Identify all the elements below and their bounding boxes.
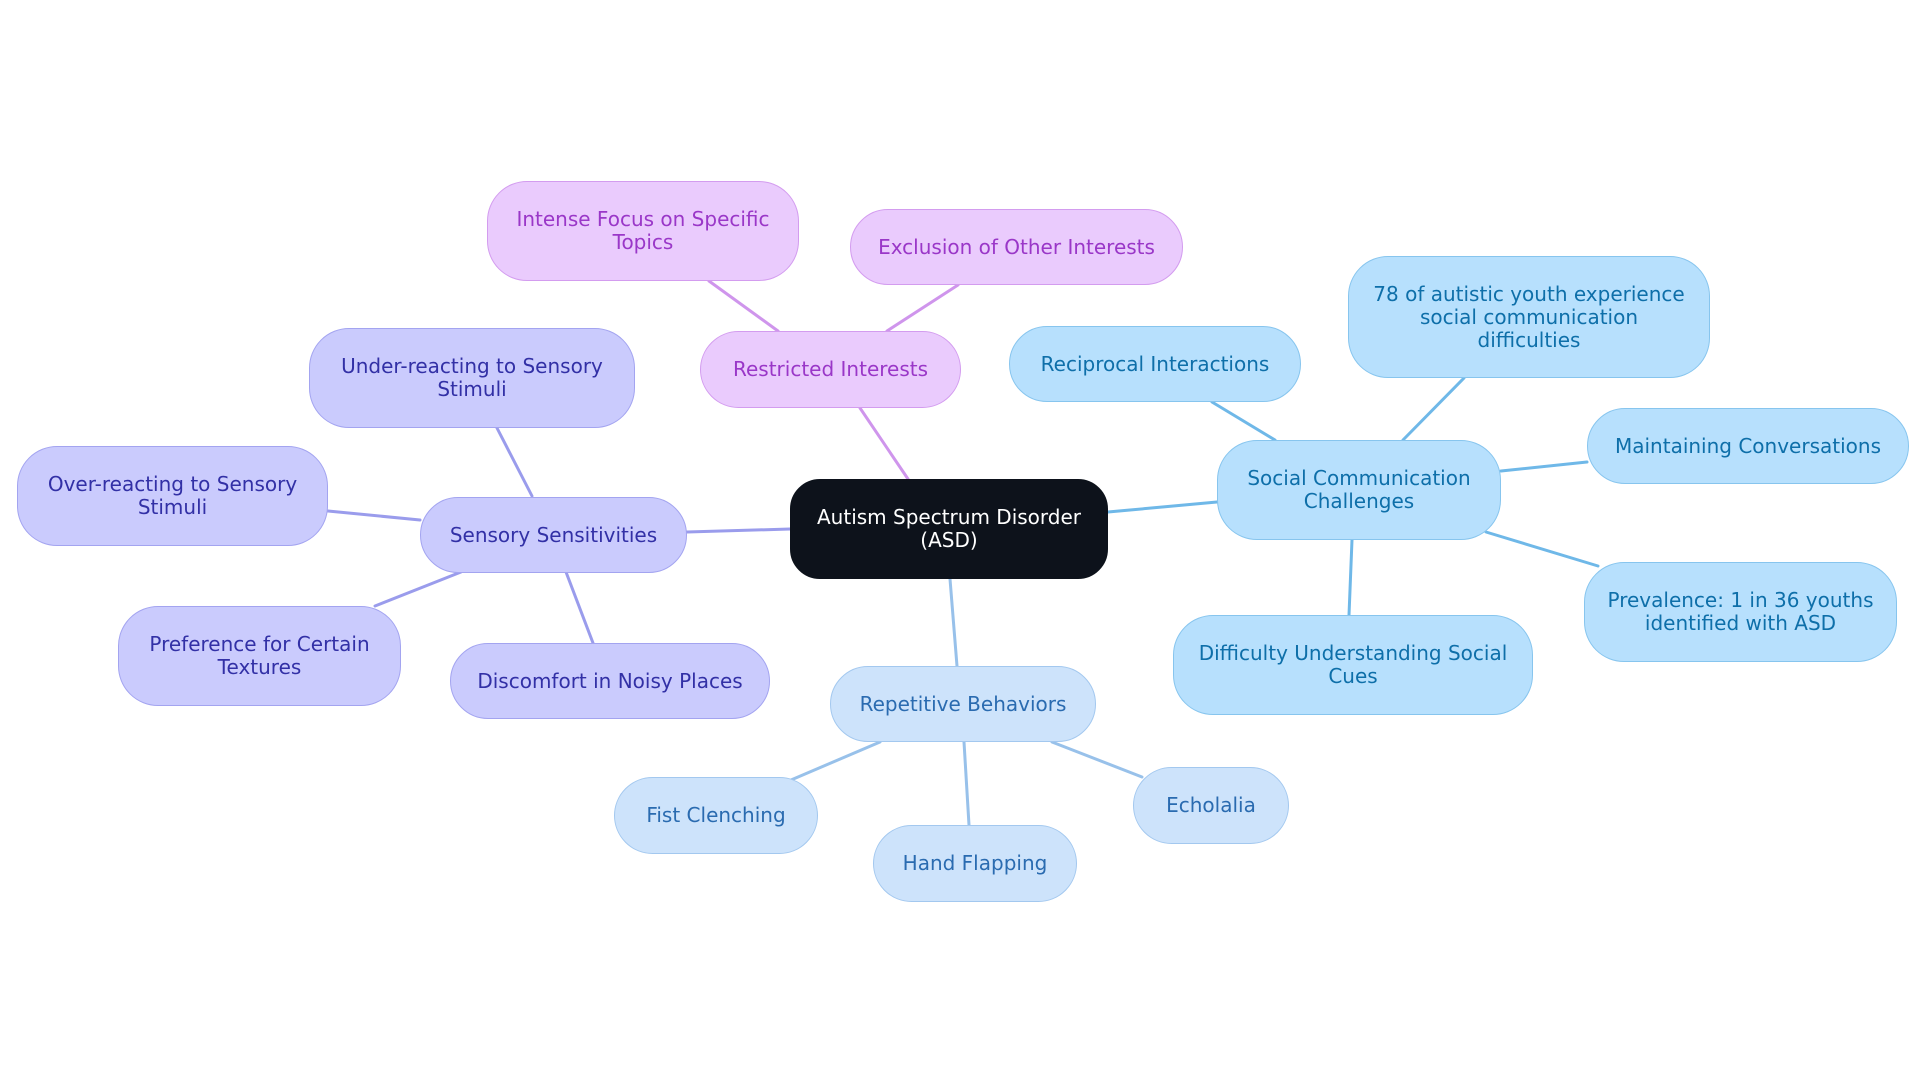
connector-social-13 <box>1347 538 1354 617</box>
leaf-discomfort-noisy[interactable]: Discomfort in Noisy Places <box>450 643 770 719</box>
connector-restricted-5 <box>858 406 910 481</box>
root-node-asd[interactable]: Autism Spectrum Disorder (ASD) <box>790 479 1108 579</box>
connector-restricted-6 <box>707 279 780 333</box>
leaf-intense-focus[interactable]: Intense Focus on Specific Topics <box>487 181 799 281</box>
connector-sensory-3 <box>373 570 463 608</box>
leaf-fist-clenching[interactable]: Fist Clenching <box>614 777 818 854</box>
leaf-hand-flapping[interactable]: Hand Flapping <box>873 825 1077 902</box>
leaf-over-reacting[interactable]: Over-reacting to Sensory Stimuli <box>17 446 328 546</box>
connector-social-11 <box>1499 460 1589 473</box>
leaf-echolalia[interactable]: Echolalia <box>1133 767 1289 844</box>
branch-sensory-sensitivities[interactable]: Sensory Sensitivities <box>420 497 687 573</box>
leaf-exclusion-interests[interactable]: Exclusion of Other Interests <box>850 209 1183 285</box>
connector-social-10 <box>1401 376 1466 442</box>
connector-sensory-2 <box>326 509 422 522</box>
leaf-preference-textures[interactable]: Preference for Certain Textures <box>118 606 401 706</box>
connector-social-12 <box>1484 530 1600 568</box>
leaf-reciprocal-interactions[interactable]: Reciprocal Interactions <box>1009 326 1301 402</box>
connector-repetitive-16 <box>962 740 971 827</box>
connector-sensory-4 <box>564 570 595 645</box>
connector-social-9 <box>1210 400 1277 442</box>
connector-social-8 <box>1106 500 1219 514</box>
connector-sensory-0 <box>685 527 792 534</box>
leaf-78-autistic-youth[interactable]: 78 of autistic youth experience social c… <box>1348 256 1710 378</box>
connector-sensory-1 <box>495 426 534 498</box>
leaf-under-reacting[interactable]: Under-reacting to Sensory Stimuli <box>309 328 635 428</box>
connector-repetitive-15 <box>789 740 882 782</box>
leaf-prevalence[interactable]: Prevalence: 1 in 36 youths identified wi… <box>1584 562 1897 662</box>
leaf-maintaining-conversations[interactable]: Maintaining Conversations <box>1587 408 1909 484</box>
connector-repetitive-17 <box>1050 740 1144 779</box>
branch-repetitive-behaviors[interactable]: Repetitive Behaviors <box>830 666 1096 742</box>
branch-restricted-interests[interactable]: Restricted Interests <box>700 331 961 408</box>
connector-restricted-7 <box>885 283 960 333</box>
branch-social-communication[interactable]: Social Communication Challenges <box>1217 440 1501 540</box>
connector-repetitive-14 <box>948 577 959 668</box>
leaf-difficulty-social-cues[interactable]: Difficulty Understanding Social Cues <box>1173 615 1533 715</box>
